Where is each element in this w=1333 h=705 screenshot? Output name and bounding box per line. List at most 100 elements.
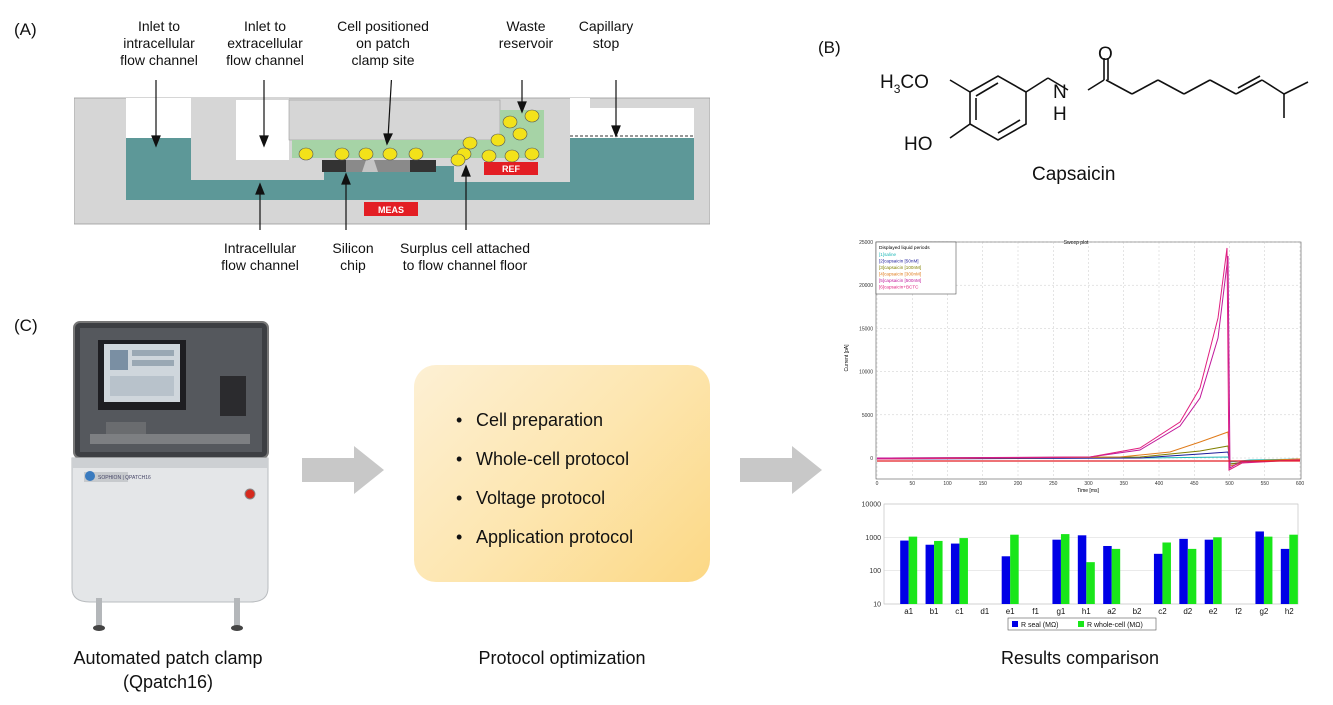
bar: [1213, 537, 1222, 604]
bar: [908, 536, 918, 604]
sweep-legend-item: [3]capsaicin [100nM]: [879, 265, 921, 270]
sweep-xtick: 550: [1261, 481, 1270, 487]
protocol-item: Application protocol: [456, 518, 633, 557]
panel-c-letter: (C): [14, 316, 38, 335]
bar: [1111, 548, 1121, 604]
bar-category-label: h1: [1082, 607, 1091, 616]
sweep-legend-item: [5]capsaicin [500nM]: [879, 278, 921, 283]
sweep-ytick: 20000: [859, 283, 873, 289]
sweep-ylabel: Current [pA]: [844, 344, 850, 372]
capsaicin-name: Capsaicin: [1032, 164, 1116, 185]
bar: [1289, 534, 1298, 604]
bar-category-label: b2: [1133, 607, 1142, 616]
bar: [900, 540, 909, 604]
bar-legend-swatch: [1078, 621, 1084, 627]
bar: [1179, 538, 1188, 604]
sweep-xtick: 500: [1225, 481, 1234, 487]
protocol-item: Whole-cell protocol: [456, 440, 633, 479]
arrow-right-icon: [740, 446, 822, 494]
bar-ytick: 10: [873, 602, 881, 609]
bar: [925, 544, 935, 604]
bar-ytick: 1000: [865, 535, 881, 542]
protocol-box: Cell preparation Whole-cell protocol Vol…: [414, 365, 710, 582]
sweep-xtick: 0: [876, 481, 879, 487]
sweep-xtick: 350: [1120, 481, 1129, 487]
bar-category-label: h2: [1285, 607, 1294, 616]
sweep-legend-item: [2]capsaicin [50nM]: [879, 259, 919, 264]
sweep-legend-item: [1]saline: [879, 252, 897, 257]
bar-category-label: b1: [930, 607, 939, 616]
ho-label: HO: [904, 134, 933, 155]
bar: [959, 538, 968, 604]
bar: [1060, 534, 1070, 604]
protocol-item: Voltage protocol: [456, 479, 633, 518]
device-logo-text: SOPHION | QPATCH16: [98, 475, 151, 481]
sweep-ytick: 0: [870, 456, 873, 462]
protocol-caption: Protocol optimization: [478, 648, 646, 668]
hydrogen-label: H: [1053, 104, 1067, 125]
h3co-label: H3CO: [880, 72, 929, 96]
bar-category-label: e2: [1209, 607, 1218, 616]
protocol-item: Cell preparation: [456, 401, 633, 440]
sweep-title: Sweep plot: [1064, 240, 1089, 246]
bar: [950, 543, 960, 604]
bar-ytick: 100: [869, 568, 881, 575]
ref-label: REF: [502, 164, 521, 174]
panel-b-letter: (B): [818, 38, 841, 57]
bar: [1010, 534, 1019, 604]
sweep-legend-item: [4]capsaicin [300nM]: [879, 272, 921, 277]
bar-category-label: g1: [1056, 607, 1065, 616]
sweep-xtick: 200: [1014, 481, 1023, 487]
sweep-xtick: 450: [1190, 481, 1199, 487]
bar: [1052, 539, 1061, 604]
flow-chamber-diagram: REF MEAS: [74, 80, 710, 230]
bar-category-label: e1: [1006, 607, 1015, 616]
sweep-xtick: 250: [1049, 481, 1058, 487]
bar: [1162, 542, 1171, 604]
bar-category-label: d2: [1183, 607, 1192, 616]
bar: [1187, 548, 1197, 604]
sweep-xtick: 50: [909, 481, 915, 487]
bar-category-label: c1: [955, 607, 964, 616]
bar: [1204, 539, 1214, 604]
bar: [1153, 553, 1163, 604]
bar: [1280, 548, 1290, 604]
sweep-xtick: 300: [1084, 481, 1093, 487]
sweep-xtick: 150: [979, 481, 988, 487]
qpatch-device-image: SOPHION | QPATCH16: [71, 321, 269, 631]
meas-label: MEAS: [378, 205, 404, 215]
sweep-legend-item: [6]capsaicin+BCTC: [879, 285, 919, 290]
trace-500nM: [876, 255, 1301, 469]
bar: [1255, 531, 1264, 604]
sweep-xlabel: Time [ms]: [1077, 488, 1099, 494]
bar-ytick: 10000: [862, 502, 882, 509]
sweep-xtick: 600: [1296, 481, 1305, 487]
bar: [1086, 562, 1095, 604]
sweep-legend-title: Displayed liquid periods: [879, 245, 930, 251]
sweep-ytick: 10000: [859, 370, 873, 376]
sweep-ytick: 15000: [859, 326, 873, 332]
bar-legend-label: R seal (MΩ): [1021, 622, 1059, 629]
bar: [1001, 556, 1011, 604]
sweep-xtick: 400: [1155, 481, 1164, 487]
bar-category-label: g2: [1259, 607, 1268, 616]
arrow-right-icon: [302, 446, 384, 494]
nitrogen-label: N: [1053, 82, 1067, 103]
results-caption: Results comparison: [1000, 648, 1160, 668]
sweep-ytick: 5000: [862, 413, 873, 419]
trace-bctc: [876, 247, 1301, 471]
protocol-list: Cell preparation Whole-cell protocol Vol…: [456, 401, 633, 557]
bar: [1103, 545, 1112, 604]
bar-category-label: d1: [980, 607, 989, 616]
bar-category-label: c2: [1158, 607, 1167, 616]
capsaicin-structure: [949, 58, 1309, 141]
